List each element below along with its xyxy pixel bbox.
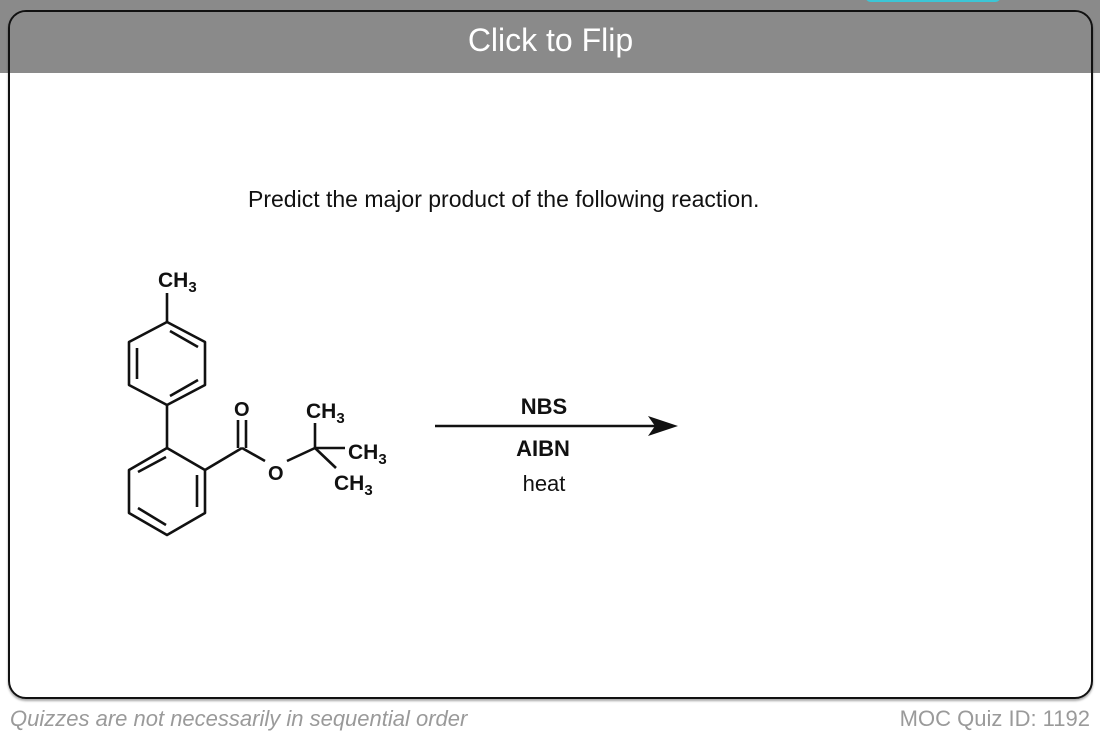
flashcard[interactable]: Click to Flip xyxy=(8,10,1093,699)
para-methyl-label: CH3 xyxy=(158,269,197,296)
question-text: Predict the major product of the followi… xyxy=(248,186,760,212)
click-to-flip-label[interactable]: Click to Flip xyxy=(467,22,634,58)
carbonyl-oxygen-label: O xyxy=(234,399,250,421)
tbu-methyl-1: CH3 xyxy=(306,400,345,427)
reagent-heat: heat xyxy=(523,471,566,496)
reagent-aibn: AIBN xyxy=(516,436,570,461)
top-accent-button[interactable] xyxy=(865,0,1001,2)
ester-oxygen-label: O xyxy=(268,463,284,485)
tbu-methyl-2: CH3 xyxy=(348,441,387,468)
flip-header[interactable]: Click to Flip xyxy=(10,12,1091,73)
tbu-methyl-3: CH3 xyxy=(334,472,373,499)
reagent-nbs: NBS xyxy=(521,394,567,419)
reaction-arrow xyxy=(435,416,678,436)
quiz-id: MOC Quiz ID: 1192 xyxy=(899,706,1090,731)
molecule-structure xyxy=(127,293,345,537)
sequence-note: Quizzes are not necessarily in sequentia… xyxy=(10,706,468,731)
